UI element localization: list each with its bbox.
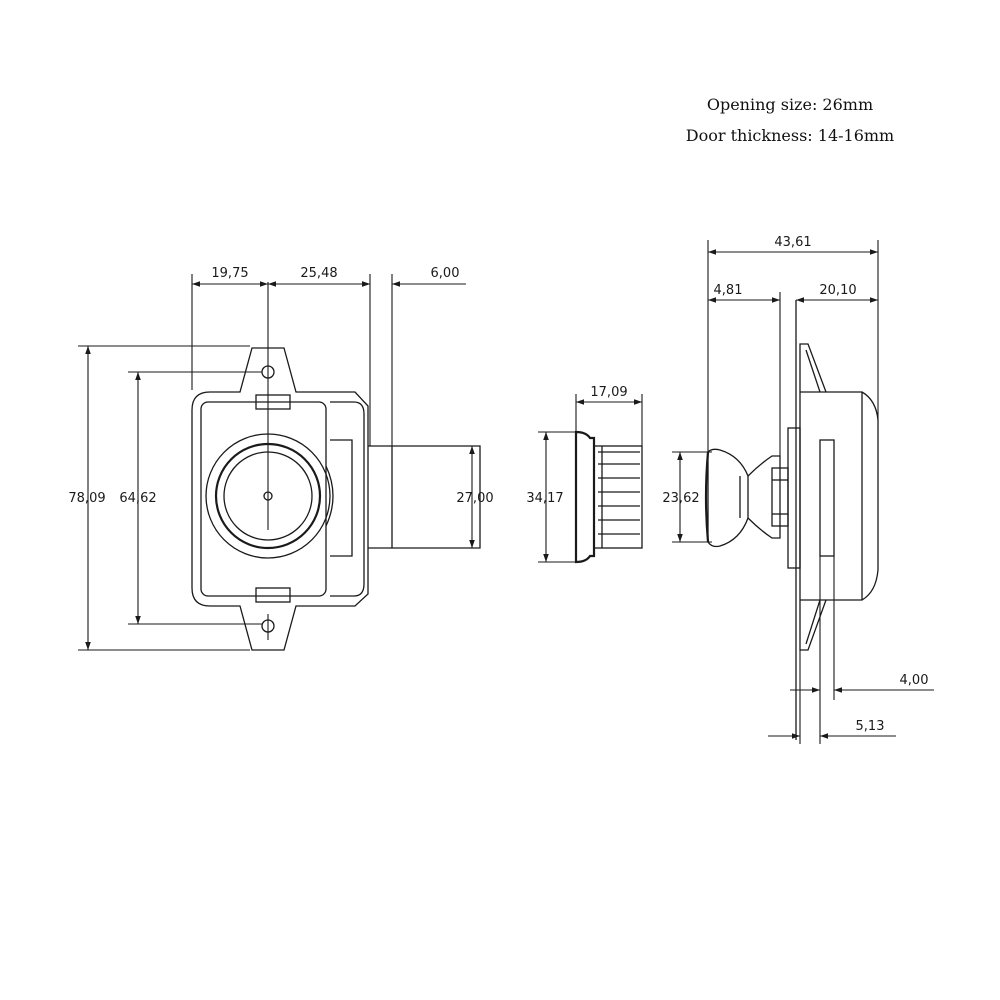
dim-knob-length-side: 4,81 xyxy=(714,283,743,298)
dim-flange: 4,00 xyxy=(900,673,929,688)
door-thickness-label: Door thickness: 14-16mm xyxy=(685,126,895,145)
front-view-latch xyxy=(191,282,481,651)
knob-view xyxy=(574,430,643,564)
dim-offset: 5,13 xyxy=(856,719,885,734)
dim-knob-length: 17,09 xyxy=(590,385,627,400)
knob-view-dimensions xyxy=(538,394,643,563)
dim-body-length: 20,10 xyxy=(819,283,856,298)
dim-right-width: 6,00 xyxy=(431,266,460,281)
side-view-latch xyxy=(704,300,879,740)
dim-inner-height: 64,62 xyxy=(119,491,156,506)
dim-flange-diameter: 34,17 xyxy=(526,491,563,506)
dim-mid-width: 25,48 xyxy=(300,266,337,281)
opening-size-label: Opening size: 26mm xyxy=(706,95,874,114)
dim-barrel-height: 27,00 xyxy=(456,491,493,506)
side-view-dimensions xyxy=(672,240,934,744)
dim-knob-diameter: 23,62 xyxy=(662,491,699,506)
front-view-dimensions xyxy=(78,274,475,651)
dim-total-height: 78,09 xyxy=(68,491,105,506)
dim-total-length: 43,61 xyxy=(774,235,811,250)
dim-left-width: 19,75 xyxy=(211,266,248,281)
